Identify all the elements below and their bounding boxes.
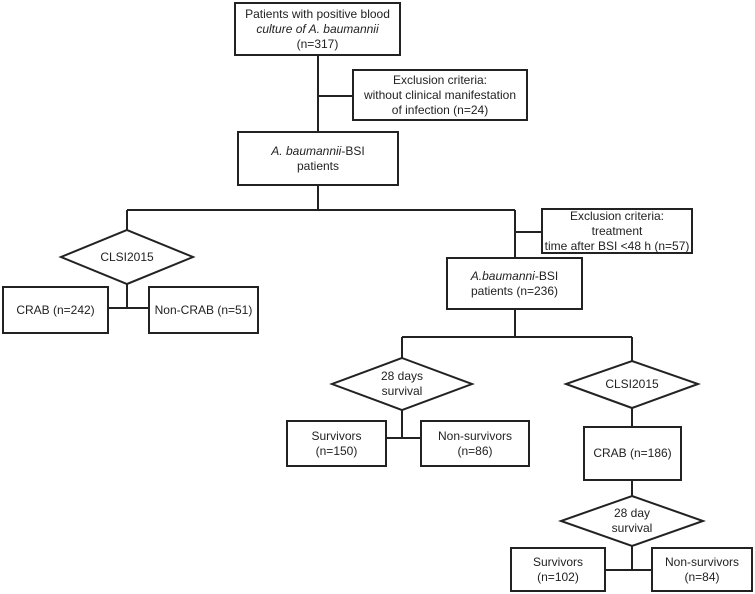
bsi-patients-line1: A. baumannii-BSI bbox=[271, 144, 364, 159]
survival-28-day-diamond bbox=[557, 494, 707, 548]
bsi-236-italic: A.baumanni bbox=[470, 268, 535, 283]
nonsurvivors-86-box: Non-survivors (n=86) bbox=[420, 420, 530, 467]
survival-28-diamond bbox=[329, 356, 475, 412]
noncrab-left-box: Non-CRAB (n=51) bbox=[148, 286, 259, 334]
exclusion-1-box: Exclusion criteria: without clinical man… bbox=[352, 69, 528, 121]
bsi-patients-italic: A. baumannii bbox=[271, 143, 342, 158]
crab-left-text: CRAB (n=242) bbox=[16, 302, 95, 317]
clsi-left-text: CLSI2015 bbox=[100, 249, 154, 264]
bsi-patients-box: A. baumannii-BSI patients bbox=[237, 131, 399, 186]
exclusion-1-line2: without clinical manifestation bbox=[363, 87, 517, 102]
crab-186-box: CRAB (n=186) bbox=[583, 426, 682, 481]
survival-28-day-line2: survival bbox=[611, 521, 653, 535]
nonsurvivors-84-line1: Non-survivors bbox=[664, 554, 739, 569]
survival-28-day-label: 28 day survival bbox=[561, 496, 703, 546]
survivors-150-line2: (n=150) bbox=[315, 443, 358, 458]
nonsurvivors-86-line1: Non-survivors bbox=[437, 428, 512, 443]
nonsurvivors-84-box: Non-survivors (n=84) bbox=[651, 547, 753, 592]
exclusion-2-line2: time after BSI <48 h (n=57) bbox=[544, 238, 690, 253]
bsi-236-suffix: -BSI bbox=[534, 268, 559, 283]
positive-culture-line2: culture of A. baumannii bbox=[256, 21, 379, 36]
positive-culture-line3: (n=317) bbox=[296, 36, 339, 51]
survival-28-line1: 28 days bbox=[380, 369, 424, 383]
clsi-right-text: CLSI2015 bbox=[605, 377, 659, 391]
positive-culture-line1: Patients with positive blood bbox=[245, 6, 390, 21]
bsi-patients-line2: patients bbox=[296, 158, 340, 173]
survivors-102-box: Survivors (n=102) bbox=[510, 547, 606, 592]
crab-186-text: CRAB (n=186) bbox=[593, 446, 672, 460]
clsi-right-diamond bbox=[563, 359, 701, 410]
nonsurvivors-84-line2: (n=84) bbox=[684, 569, 720, 584]
survivors-150-line1: Survivors bbox=[311, 428, 362, 443]
nonsurvivors-86-line2: (n=86) bbox=[457, 443, 493, 458]
survivors-150-box: Survivors (n=150) bbox=[286, 420, 387, 467]
noncrab-left-text: Non-CRAB (n=51) bbox=[154, 302, 253, 317]
crab-left-box: CRAB (n=242) bbox=[2, 286, 109, 334]
bsi-236-line2: patients (n=236) bbox=[470, 283, 559, 298]
survivors-102-line2: (n=102) bbox=[537, 569, 579, 584]
clsi-right-label: CLSI2015 bbox=[566, 361, 698, 408]
clsi-left-label: CLSI2015 bbox=[61, 230, 193, 284]
exclusion-1-line1: Exclusion criteria: bbox=[392, 72, 488, 87]
bsi-patients-suffix: -BSI bbox=[341, 143, 365, 158]
survival-28-day-line1: 28 day bbox=[613, 506, 651, 520]
exclusion-2-box: Exclusion criteria: treatment time after… bbox=[541, 208, 693, 254]
survivors-102-line1: Survivors bbox=[532, 554, 583, 569]
bsi-236-box: A.baumanni-BSI patients (n=236) bbox=[446, 257, 583, 310]
bsi-236-line1: A.baumanni-BSI bbox=[471, 269, 558, 284]
positive-culture-box: Patients with positive blood culture of … bbox=[234, 2, 401, 56]
exclusion-2-line1: Exclusion criteria: treatment bbox=[569, 208, 665, 238]
clsi-left-diamond bbox=[58, 228, 196, 286]
survival-28-label: 28 days survival bbox=[332, 358, 472, 410]
survival-28-line2: survival bbox=[381, 384, 423, 398]
exclusion-1-line3: of infection (n=24) bbox=[391, 102, 489, 117]
